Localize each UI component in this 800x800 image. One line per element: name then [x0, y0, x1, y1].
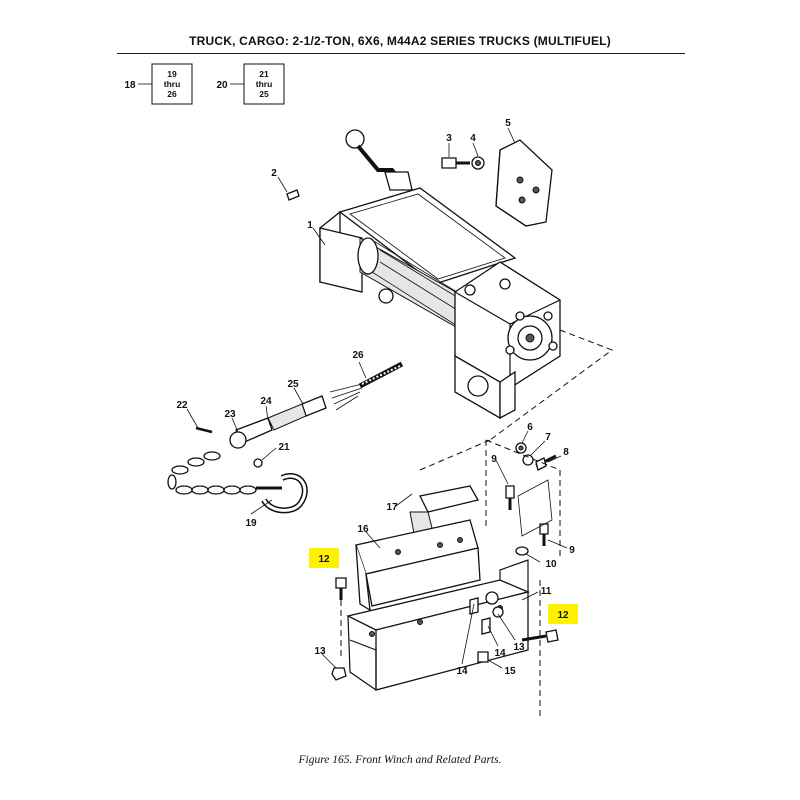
part-2-screw: [286, 189, 300, 201]
callout-1: 1: [307, 220, 313, 231]
leader-lines: [186, 127, 568, 669]
callout-labels: 2 1 3 4 5 26 25 24 23 22 21 19 6 7 8 9 9…: [176, 118, 575, 677]
ref-line2: thru: [164, 79, 181, 89]
callout-16: 16: [357, 524, 369, 535]
callout-10: 10: [545, 559, 557, 570]
ref-line2: thru: [256, 79, 273, 89]
header-rule: [117, 53, 685, 54]
callout-26: 26: [352, 350, 364, 361]
callout-19: 19: [245, 518, 257, 529]
ref-line1: 21: [259, 69, 269, 79]
ref-line3: 25: [259, 89, 269, 99]
callout-6: 6: [527, 422, 533, 433]
ref-line3: 26: [167, 89, 177, 99]
callout-11: 11: [541, 586, 552, 597]
ref-line1: 19: [167, 69, 177, 79]
reference-box-20: 20 21 thru 25: [216, 63, 285, 105]
callout-9: 9: [569, 545, 575, 556]
callout-20: 20: [216, 80, 228, 91]
winch-mount-frame: [331, 439, 559, 720]
winch-assembly: [319, 129, 614, 441]
parts-3-4-5: [441, 139, 553, 227]
hardware-6-10: [485, 439, 561, 560]
callout-22: 22: [176, 400, 188, 411]
page-title: TRUCK, CARGO: 2-1/2-TON, 6X6, M44A2 SERI…: [189, 34, 611, 48]
callout-12: 12: [557, 610, 569, 621]
callout-23: 23: [224, 409, 236, 420]
callout-5: 5: [505, 118, 511, 129]
callout-9: 9: [491, 454, 497, 465]
callout-24: 24: [260, 396, 272, 407]
callout-21: 21: [278, 442, 290, 453]
callout-14: 14: [456, 666, 468, 677]
callout-15: 15: [504, 666, 516, 677]
figure-caption: Figure 165. Front Winch and Related Part…: [298, 754, 502, 766]
callout-13: 13: [314, 646, 326, 657]
callout-7: 7: [545, 432, 551, 443]
callout-4: 4: [470, 133, 476, 144]
callout-8: 8: [563, 447, 569, 458]
callout-2: 2: [271, 168, 277, 179]
callout-25: 25: [287, 379, 299, 390]
callout-14: 14: [494, 648, 506, 659]
callout-12-highlight: [309, 548, 339, 568]
reference-box-18: 18 19 thru 26: [124, 63, 193, 105]
callout-12: 12: [318, 554, 330, 565]
callout-3: 3: [446, 133, 452, 144]
callout-13: 13: [513, 642, 525, 653]
chain-and-hook: [167, 451, 308, 514]
callout-18: 18: [124, 80, 136, 91]
cable-assembly: [195, 361, 404, 468]
callout-17: 17: [386, 502, 398, 513]
callout-12-highlight: [548, 604, 578, 624]
